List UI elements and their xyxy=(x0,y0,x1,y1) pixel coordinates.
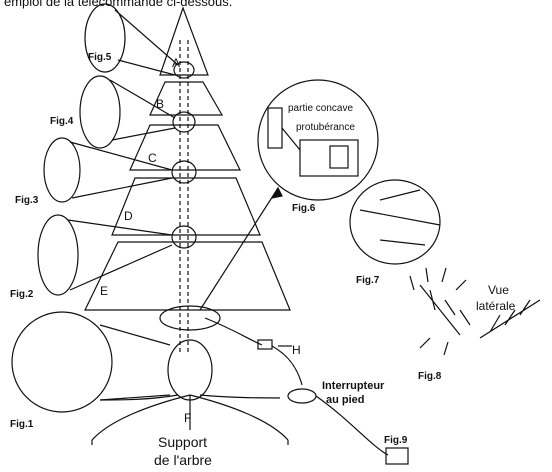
protuberance-callout: protubérance xyxy=(296,122,355,133)
section-c-label: C xyxy=(148,151,157,165)
fig2-bubble xyxy=(37,214,79,296)
section-b-label: B xyxy=(156,97,165,111)
section-a-label: A xyxy=(172,56,181,70)
fig2-label: Fig.2 xyxy=(10,289,34,300)
section-e-label: E xyxy=(100,284,109,298)
fig5-bubble xyxy=(84,3,126,73)
fig3-bubble xyxy=(43,137,81,203)
stand-label-line1: Support xyxy=(158,434,208,450)
fig8-label: Fig.8 xyxy=(418,371,442,382)
stand-label-line2: de l'arbre xyxy=(154,452,212,468)
fig9-label: Fig.9 xyxy=(384,435,408,446)
tree-section-e xyxy=(84,241,291,311)
side-view-line2: latérale xyxy=(476,299,516,313)
header-text: emploi de la télécommande ci-dessous. xyxy=(4,0,233,9)
fig6-label: Fig.6 xyxy=(292,203,316,214)
switch-label-line1: Interrupteur xyxy=(322,380,385,392)
tree-section-c xyxy=(129,124,241,171)
switch-label-line2: au pied xyxy=(326,394,365,406)
tree-section-d xyxy=(111,177,261,236)
fig3-label: Fig.3 xyxy=(15,195,39,206)
fig4-bubble xyxy=(79,75,121,149)
fig4-label: Fig.4 xyxy=(50,116,74,127)
section-d-label: D xyxy=(124,209,133,223)
fig5-label: Fig.5 xyxy=(88,52,112,63)
side-view-line1: Vue xyxy=(488,283,509,297)
tree-section-a xyxy=(159,6,209,76)
plug-fig9 xyxy=(385,447,409,465)
foot-switch xyxy=(287,388,317,404)
concave-callout: partie concave xyxy=(288,103,354,114)
tree-section-b xyxy=(149,81,224,116)
section-h-label: H xyxy=(292,343,301,357)
fig1-bubble xyxy=(11,311,113,413)
fig6-bubble xyxy=(257,79,379,201)
section-f-label: F xyxy=(184,411,192,425)
fig7-bubble xyxy=(349,179,441,265)
fig1-label: Fig.1 xyxy=(10,419,34,430)
fig7-label: Fig.7 xyxy=(356,275,380,286)
